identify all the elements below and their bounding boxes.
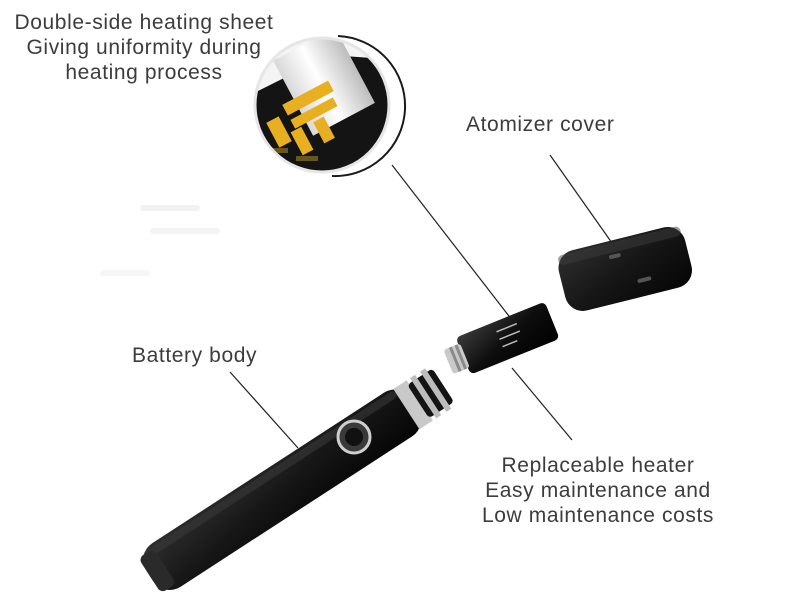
replaceable-heater-line-2: Easy maintenance and [485, 479, 711, 502]
heater-leader-line [511, 367, 573, 441]
atomizer-cover [558, 226, 692, 311]
battery-body [140, 368, 453, 592]
heater-closeup-icon [253, 35, 406, 178]
background-smudge [100, 205, 220, 276]
battery-body-label: Battery body [132, 344, 258, 367]
replaceable-heater [444, 303, 559, 374]
replaceable-heater-callout: Replaceable heater Easy maintenance and … [470, 453, 726, 528]
heating-sheet-callout: Double-side heating sheet Giving uniform… [2, 10, 286, 85]
battery-leader-line [229, 371, 299, 449]
atomizer-cover-label: Atomizer cover [466, 113, 615, 136]
replaceable-heater-line-1: Replaceable heater [501, 454, 695, 477]
atomizer-leader-line [549, 154, 613, 244]
power-button-icon [336, 419, 372, 455]
heating-sheet-line-1: Double-side heating sheet [14, 11, 274, 34]
heating-leader-line [391, 164, 513, 321]
heating-sheet-line-3: heating process [65, 61, 223, 84]
replaceable-heater-line-3: Low maintenance costs [481, 504, 715, 527]
heating-sheet-line-2: Giving uniformity during [26, 36, 262, 59]
